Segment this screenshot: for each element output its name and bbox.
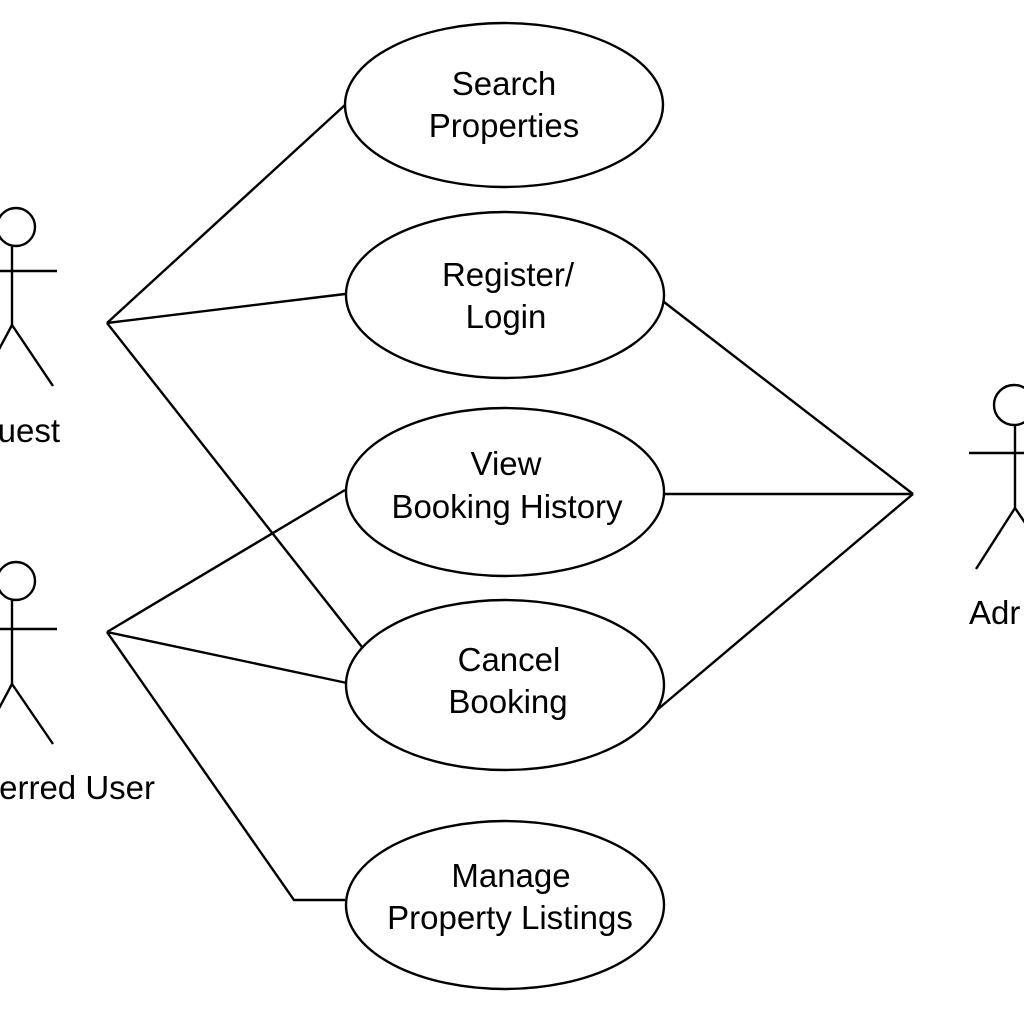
use-case-view-booking-history: View Booking History (344, 406, 666, 578)
use-case-search-properties: Search Properties (343, 21, 665, 189)
association-admin-cancel (656, 493, 914, 711)
use-case-register-login-line-2: Login (466, 298, 547, 335)
association-guest-cancel (106, 322, 363, 648)
use-case-manage-property-listings: Manage Property Listings (344, 819, 666, 991)
association-admin-register (663, 301, 914, 495)
actor-registered-user-head (0, 560, 37, 602)
use-case-view-booking-history-line-2: Booking History (391, 488, 623, 525)
actor-admin-leg-right (1014, 507, 1024, 524)
use-case-view-booking-history-ellipse (344, 406, 666, 578)
association-guest-register (106, 292, 346, 325)
association-registered-history (106, 488, 346, 634)
use-case-cancel-booking-ellipse (344, 598, 666, 772)
use-case-manage-property-listings-ellipse (344, 819, 666, 991)
association-registered-cancel (106, 630, 348, 685)
actor-registered-user-leg-left (0, 683, 14, 710)
actor-guest-leg-right (11, 324, 54, 387)
use-case-search-properties-line-2: Properties (429, 107, 579, 144)
actor-admin-head (992, 383, 1024, 427)
use-case-register-login-line-1: Register/ (442, 256, 575, 293)
actor-admin-leg-left (974, 507, 1017, 570)
actor-admin: Adr (969, 383, 1024, 631)
use-case-manage-property-listings-line-1: Manage (451, 857, 570, 894)
actor-guest-head (0, 206, 37, 248)
association-registered-manage (106, 631, 345, 902)
association-guest-search (106, 104, 346, 324)
use-case-cancel-booking: Cancel Booking (344, 598, 666, 772)
use-case-register-login: Register/ Login (344, 210, 666, 380)
actor-guest: uest (0, 206, 60, 449)
use-case-search-properties-line-1: Search (452, 65, 557, 102)
actor-registered-user-leg-right (11, 683, 54, 745)
actor-guest-label: uest (0, 412, 60, 449)
association-lines (106, 104, 914, 902)
use-case-view-booking-history-line-1: View (471, 445, 542, 482)
use-case-cancel-booking-line-1: Cancel (458, 641, 561, 678)
use-case-search-properties-ellipse (343, 21, 665, 189)
actor-registered-user: erred User (0, 560, 155, 806)
actor-guest-leg-left (0, 324, 14, 351)
use-case-register-login-ellipse (344, 210, 666, 380)
use-case-cancel-booking-line-2: Booking (448, 683, 567, 720)
actor-registered-user-label: erred User (0, 769, 155, 806)
actor-admin-label: Adr (969, 594, 1020, 631)
use-case-manage-property-listings-line-2: Property Listings (387, 899, 633, 936)
